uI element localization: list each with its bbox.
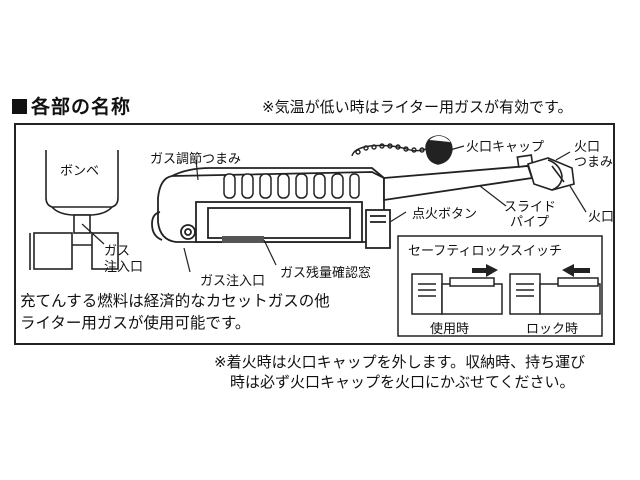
gas-cylinder-illustration xyxy=(29,150,119,270)
label-nozzle: 火口 xyxy=(588,210,615,225)
nozzle-illustration xyxy=(516,154,575,191)
safety-lock-inset xyxy=(397,235,603,337)
fuel-description-line-2: ライター用ガスが使用可能です。 xyxy=(20,314,251,332)
leader-lines xyxy=(183,145,587,273)
cap-usage-note: ※着火時は火口キャップを外します。収納時、持ち運び 時は必ず火口キャップを火口に… xyxy=(214,352,585,392)
square-bullet-icon xyxy=(12,99,27,114)
label-slide-pipe-1: スライド xyxy=(504,200,557,215)
label-fire-knob-2: つまみ xyxy=(574,155,614,170)
lock-left-arrow-icon xyxy=(562,264,590,277)
lighter-body-illustration xyxy=(151,167,391,249)
label-fire-knob-1: 火口 xyxy=(574,140,601,155)
slide-pipe-illustration xyxy=(383,165,534,202)
gas-inlet-left-leader xyxy=(81,223,105,245)
label-gas-inlet: ガス注入口 xyxy=(200,274,266,289)
label-ignition-button: 点火ボタン xyxy=(412,207,478,222)
label-gas-inlet-left-1: ガス xyxy=(104,244,131,259)
section-heading-text: 各部の名称 xyxy=(31,96,132,118)
label-locked: ロック時 xyxy=(526,322,579,337)
fuel-description: 充てんする燃料は経済的なカセットガスの他 ライター用ガスが使用可能です。 xyxy=(20,290,330,334)
lighter-grip-slots xyxy=(223,173,360,199)
fuel-description-line-1: 充てんする燃料は経済的なカセットガスの他 xyxy=(20,292,330,310)
parts-diagram-panel xyxy=(14,123,615,345)
lock-right-arrow-icon xyxy=(472,264,498,277)
label-slide-pipe-2: パイプ xyxy=(510,215,550,230)
label-in-use: 使用時 xyxy=(430,322,470,337)
fire-cap-illustration xyxy=(351,135,453,165)
label-fire-cap: 火口キャップ xyxy=(466,140,545,155)
label-gas-window: ガス残量確認窓 xyxy=(280,266,372,281)
temperature-note: ※気温が低い時はライター用ガスが有効です。 xyxy=(262,98,573,116)
section-heading: 各部の名称 xyxy=(12,92,131,119)
label-bombe: ボンベ xyxy=(60,164,100,179)
label-gas-valve: ガス調節つまみ xyxy=(150,152,242,167)
cap-usage-note-line-1: ※着火時は火口キャップを外します。収納時、持ち運び xyxy=(214,353,586,371)
label-safety-lock-switch: セーフティロックスイッチ xyxy=(408,244,563,259)
cap-usage-note-line-2: 時は必ず火口キャップを火口にかぶせてください。 xyxy=(230,373,575,391)
label-gas-inlet-left-2: 注入口 xyxy=(104,260,144,275)
